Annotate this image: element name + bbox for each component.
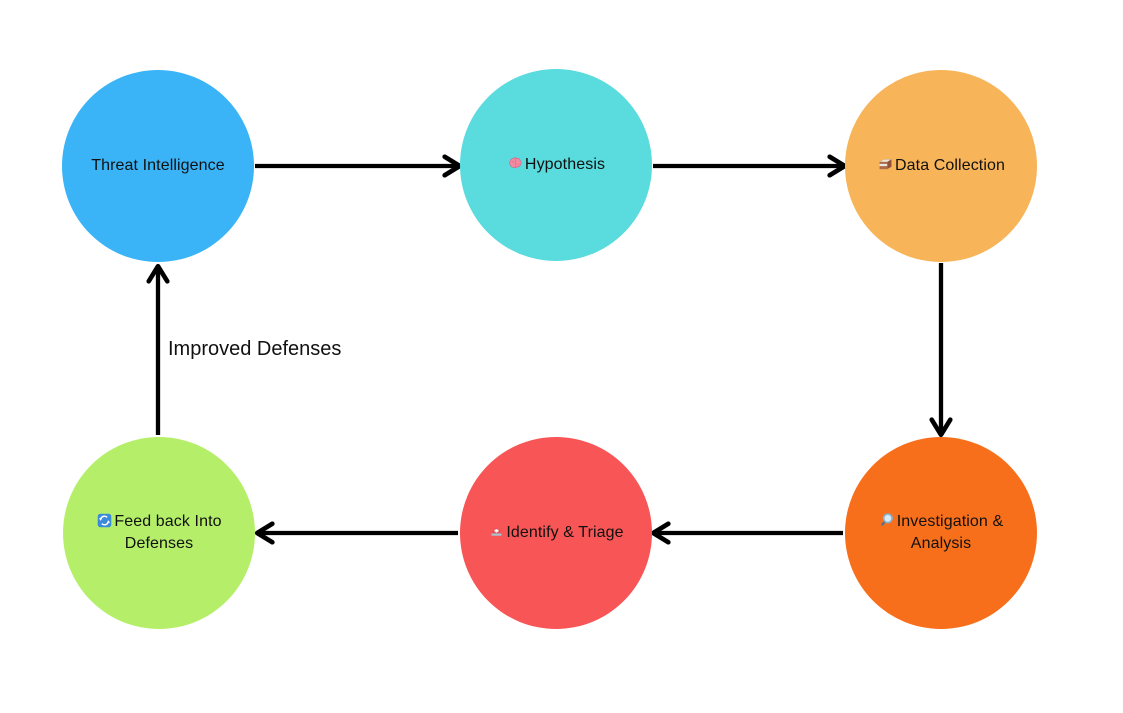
magnifying-glass-icon (879, 512, 896, 529)
node-feedback-into-defenses: Feed back Into Defenses (63, 437, 255, 629)
node-threat-intelligence: Threat Intelligence (62, 70, 254, 262)
node-label: Data Collection (877, 155, 1005, 177)
node-data-collection: Data Collection (845, 70, 1037, 262)
node-hypothesis: Hypothesis (460, 69, 652, 261)
node-label: Threat Intelligence (91, 156, 225, 174)
edge-label-improved-defenses: Improved Defenses (168, 338, 342, 360)
counterclockwise-arrows-icon (96, 512, 113, 529)
node-label: Hypothesis (507, 154, 605, 176)
node-label: Identify & Triage (488, 522, 624, 544)
node-label: Investigation & Analysis (865, 511, 1017, 555)
node-investigation-analysis: Investigation & Analysis (845, 437, 1037, 629)
node-identify-triage: Identify & Triage (460, 437, 652, 629)
node-label: Feed back Into Defenses (83, 511, 235, 555)
card-file-box-icon (877, 156, 894, 173)
police-light-icon (488, 523, 505, 540)
brain-icon (507, 155, 524, 172)
